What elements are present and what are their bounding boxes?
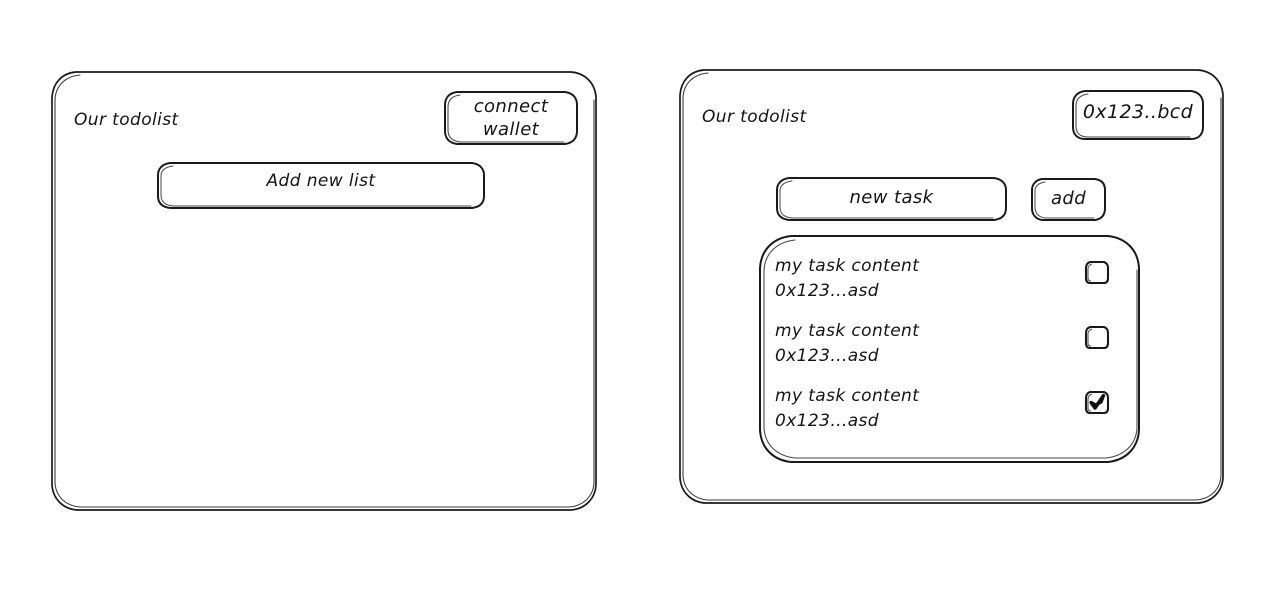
- task-owner: 0x123...asd: [775, 411, 880, 431]
- task-text: my task content 0x123...asd: [775, 254, 919, 304]
- new-task-input[interactable]: new task: [775, 176, 1008, 222]
- add-new-list-button[interactable]: Add new list: [156, 161, 486, 210]
- task-row[interactable]: my task content 0x123...asd: [775, 254, 1124, 314]
- page-title: Our todolist: [74, 110, 179, 130]
- task-row[interactable]: my task content 0x123...asd: [775, 384, 1124, 444]
- task-rows: my task content 0x123...asd my task cont…: [757, 234, 1142, 464]
- connect-wallet-label-line1: connect: [473, 96, 549, 117]
- page-title: Our todolist: [702, 107, 807, 127]
- task-text: my task content 0x123...asd: [775, 319, 919, 369]
- checkbox-checked-icon[interactable]: [1084, 390, 1110, 415]
- task-row[interactable]: my task content 0x123...asd: [775, 319, 1124, 379]
- task-text: my task content 0x123...asd: [775, 384, 919, 434]
- task-content: my task content: [775, 386, 920, 406]
- checkbox-empty-icon[interactable]: [1084, 325, 1110, 350]
- add-task-label: add: [1050, 188, 1087, 209]
- task-content: my task content: [775, 321, 920, 341]
- add-new-list-label: Add new list: [266, 171, 376, 191]
- task-owner: 0x123...asd: [775, 346, 880, 366]
- task-list-container: my task content 0x123...asd my task cont…: [757, 234, 1142, 464]
- checkbox-empty-icon[interactable]: [1084, 260, 1110, 285]
- wallet-address-chip[interactable]: 0x123..bcd: [1071, 89, 1205, 141]
- connect-wallet-button[interactable]: connect wallet: [443, 90, 579, 146]
- add-task-button[interactable]: add: [1030, 177, 1107, 222]
- task-content: my task content: [775, 256, 920, 276]
- new-task-placeholder-label: new task: [849, 187, 934, 208]
- task-owner: 0x123...asd: [775, 281, 880, 301]
- wallet-address-label: 0x123..bcd: [1082, 101, 1194, 123]
- connect-wallet-label-line2: wallet: [482, 119, 540, 140]
